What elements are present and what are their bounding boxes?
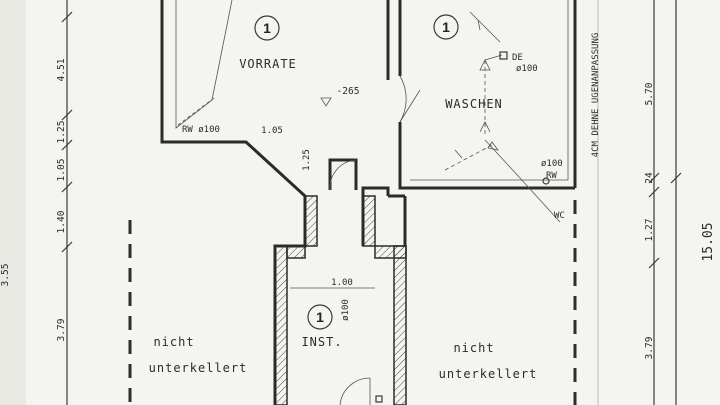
room-label-inst: INST. [301, 335, 342, 349]
door-swing-waschen [399, 75, 407, 123]
inst-wall-right-hatch [393, 245, 407, 405]
room-number: 1 [263, 20, 271, 36]
rw-annotation: RW [546, 171, 557, 181]
left-dimension-line [61, 0, 73, 405]
waschen-wall-left-lower [398, 122, 575, 190]
dimension-label-fragment: 3.55 [0, 264, 11, 287]
inst-width-annotation: 1.00 [331, 278, 353, 288]
corridor-wall-hatch [304, 195, 318, 247]
room-number: 1 [316, 309, 324, 325]
de-annotation: DE [512, 53, 523, 63]
de-diameter-annotation: ø100 [516, 64, 538, 74]
level-annotation: -265 [337, 86, 360, 97]
rw-diameter-annotation: ø100 [541, 159, 563, 169]
inst-diameter-annotation: ø100 [341, 299, 351, 321]
dimension-annotation: 1.25 [302, 149, 312, 171]
dimension-label: 1.40 [56, 210, 67, 233]
dimension-label: 1.05 [56, 159, 67, 182]
left-margin-strip [0, 0, 26, 405]
dimension-label: 1.27 [644, 219, 655, 242]
room-label-vorrate: VORRATE [239, 57, 297, 71]
unexcavated-label: nicht [453, 341, 494, 355]
wc-annotation: WC [554, 211, 565, 221]
room-number-circle [254, 15, 280, 41]
inst-wall-left-hatch [274, 245, 288, 405]
inst-wall-right-upper-hatch [362, 195, 376, 247]
waschen-plumbing [444, 11, 561, 223]
corridor-wall-left [328, 158, 358, 190]
right-dimension-line [648, 0, 682, 405]
room-number-circle [307, 304, 333, 330]
corridor-door-swing [329, 159, 357, 191]
vorrate-inner-line [175, 0, 233, 129]
vertical-note: 4CM DEHNE UGENANPASSUNG [591, 33, 601, 158]
dimension-label: 3.79 [644, 336, 655, 359]
inst-door-swing [339, 377, 371, 405]
vorrate-dash-line [177, 97, 215, 126]
unexcavated-label: nicht [153, 335, 194, 349]
dimension-annotation: 1.05 [261, 126, 283, 136]
dimension-label: 4.51 [56, 58, 67, 81]
corridor-wall-right [361, 186, 390, 196]
level-marker-icon [320, 97, 332, 107]
door-leaf-waschen [399, 89, 421, 123]
unexcavated-label: unterkellert [149, 361, 248, 375]
rw-annotation: RW ø100 [182, 125, 220, 135]
inst-wall-top-hatch [286, 245, 306, 259]
unexcavated-label: unterkellert [439, 367, 538, 381]
dimension-label: 5.70 [644, 82, 655, 105]
dimension-label: 24 [644, 172, 655, 184]
inst-wall-right-top-hatch [374, 245, 407, 259]
waschen-inner-line [410, 0, 569, 181]
inst-fixture [375, 395, 383, 403]
room-label-waschen: WASCHEN [445, 97, 503, 111]
total-dimension-label: 15.05 [701, 222, 716, 261]
dimension-label: 3.79 [56, 318, 67, 341]
dimension-label: 1.25 [56, 121, 67, 144]
room-number: 1 [442, 19, 450, 35]
room-number-circle [433, 14, 459, 40]
